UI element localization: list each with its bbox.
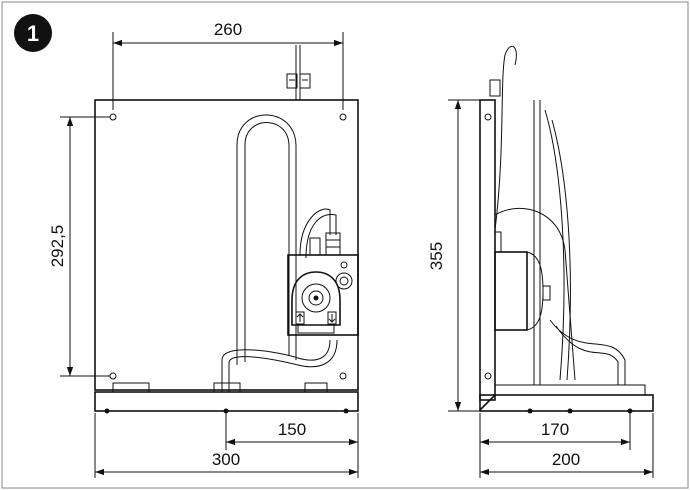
pump-screw xyxy=(340,261,348,269)
side-tube xyxy=(549,319,626,385)
dimension-label: 260 xyxy=(214,20,242,39)
tube-loop xyxy=(236,114,297,365)
figure-number: 1 xyxy=(27,21,39,46)
side-base-plate xyxy=(479,394,654,412)
side-fitting xyxy=(494,231,502,253)
dimension-label: 355 xyxy=(427,242,446,270)
side-pump-shaft xyxy=(542,285,551,301)
mounting-hole xyxy=(484,113,492,121)
mounting-hole xyxy=(339,113,347,121)
side-pump-head xyxy=(526,251,544,331)
tube-upper xyxy=(299,208,331,256)
front-panel xyxy=(94,99,359,391)
side-tube xyxy=(544,109,565,381)
dimension-side-height: 355 xyxy=(427,99,482,412)
wire-connector-icon xyxy=(489,79,501,97)
dimension-side-base-offset: 170 xyxy=(479,413,631,450)
side-tube xyxy=(555,325,619,385)
pump-port xyxy=(335,272,353,290)
side-back-plate xyxy=(479,99,496,401)
base-screw xyxy=(104,408,110,414)
tube-lower-inner xyxy=(228,339,338,392)
pump-housing xyxy=(287,254,359,336)
tube-lower xyxy=(221,339,331,392)
side-pump-body xyxy=(494,251,528,331)
side-view: 355 170 200 xyxy=(427,45,654,478)
wire-connector-icon xyxy=(286,73,311,89)
side-cable xyxy=(494,45,517,231)
pump-fitting xyxy=(309,237,321,256)
mounting-hole xyxy=(109,113,117,121)
figure-number-badge: 1 xyxy=(14,14,52,52)
side-base-rail xyxy=(494,384,646,396)
base-screw xyxy=(627,408,633,414)
front-view: 260 292,5 150 300 xyxy=(48,20,359,478)
dimension-front-total-width: 300 xyxy=(94,413,359,478)
side-tube xyxy=(551,119,571,381)
dimension-label: 300 xyxy=(212,450,240,469)
dimension-front-base-offset: 150 xyxy=(225,413,359,450)
peristaltic-pump-icon xyxy=(291,271,341,334)
dimension-side-total-depth: 200 xyxy=(479,413,654,478)
dimension-label: 170 xyxy=(541,420,569,439)
front-base-plate xyxy=(94,391,359,412)
mounting-hole xyxy=(484,372,492,380)
tube-upper-inner xyxy=(305,214,337,259)
dimension-front-top-width: 260 xyxy=(112,20,344,110)
dimension-label: 292,5 xyxy=(48,225,67,268)
pump-fitting xyxy=(325,232,341,256)
dimension-label: 150 xyxy=(278,420,306,439)
tube-loop-inner xyxy=(244,122,290,362)
mounting-hole xyxy=(339,372,347,380)
bracket-gusset xyxy=(479,394,496,411)
dimension-front-hole-spacing: 292,5 xyxy=(48,116,110,377)
mounting-hole xyxy=(109,372,117,380)
base-screw xyxy=(223,408,229,414)
base-screw xyxy=(567,408,573,414)
base-screw xyxy=(343,408,349,414)
base-screw xyxy=(527,408,533,414)
side-tube xyxy=(494,207,576,381)
dimension-label: 200 xyxy=(552,450,580,469)
